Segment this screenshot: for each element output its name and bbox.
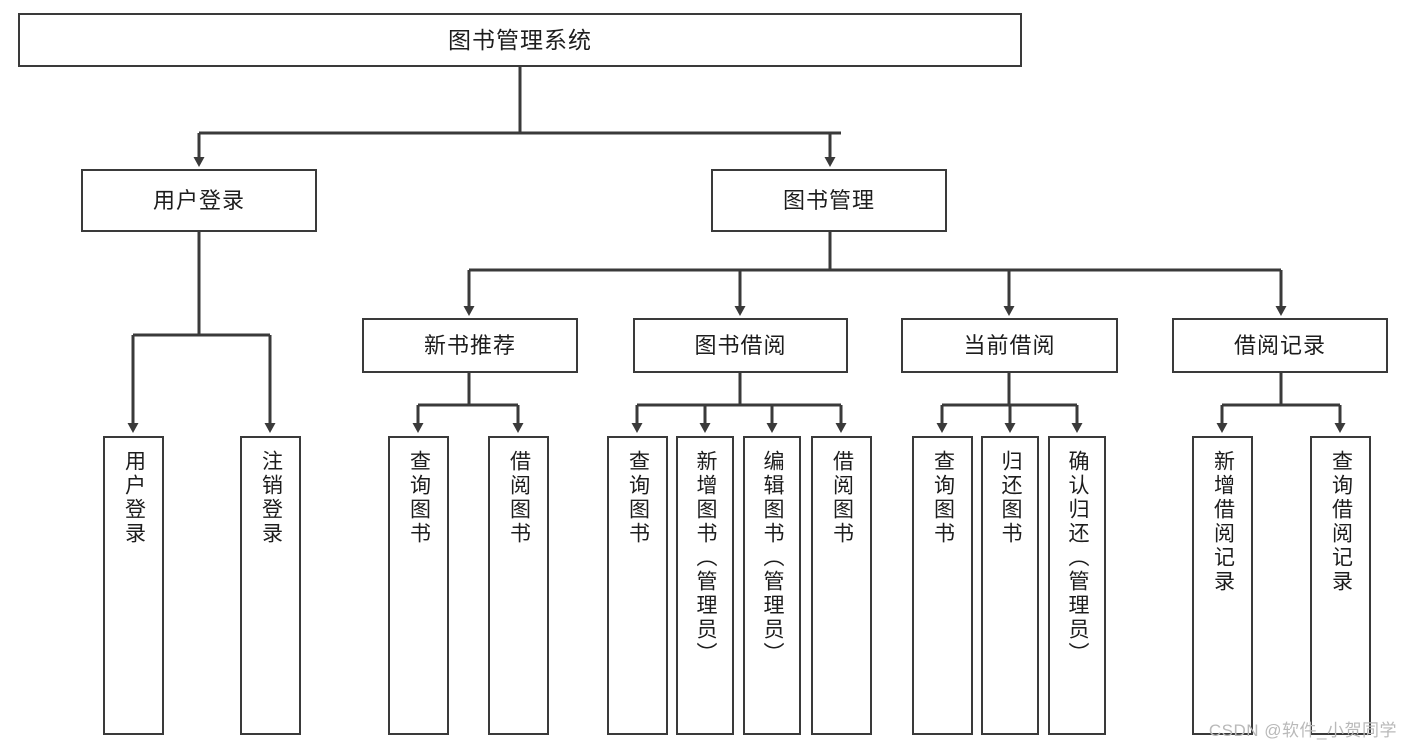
node-leaf-edit-book[interactable]: 编辑图书（管理员） xyxy=(743,436,801,735)
node-root[interactable]: 图书管理系统 xyxy=(18,13,1022,67)
node-leaf-query-book-3[interactable]: 查询图书 xyxy=(912,436,973,735)
node-leaf-query-record-label: 查询借阅记录 xyxy=(1329,450,1353,594)
node-book-borrow[interactable]: 图书借阅 xyxy=(633,318,848,373)
node-leaf-return-book[interactable]: 归还图书 xyxy=(981,436,1039,735)
node-new-book-recommend[interactable]: 新书推荐 xyxy=(362,318,578,373)
csdn-watermark: CSDN @软件_小贺同学 xyxy=(1208,721,1397,740)
node-leaf-query-record[interactable]: 查询借阅记录 xyxy=(1310,436,1371,735)
node-leaf-user-login-label: 用户登录 xyxy=(122,450,146,546)
node-leaf-query-book-2[interactable]: 查询图书 xyxy=(607,436,668,735)
node-root-label: 图书管理系统 xyxy=(448,26,592,53)
node-leaf-query-book-2-label: 查询图书 xyxy=(626,450,650,546)
node-leaf-edit-book-label: 编辑图书（管理员） xyxy=(761,450,785,666)
node-leaf-confirm-return-label: 确认归还（管理员） xyxy=(1066,450,1090,666)
node-book-manage[interactable]: 图书管理 xyxy=(711,169,947,232)
node-leaf-add-book[interactable]: 新增图书（管理员） xyxy=(676,436,734,735)
node-leaf-return-book-label: 归还图书 xyxy=(999,450,1023,546)
node-leaf-logout-login[interactable]: 注销登录 xyxy=(240,436,301,735)
node-leaf-add-record[interactable]: 新增借阅记录 xyxy=(1192,436,1253,735)
node-leaf-user-login[interactable]: 用户登录 xyxy=(103,436,164,735)
node-leaf-logout-login-label: 注销登录 xyxy=(259,450,283,546)
node-leaf-query-book-1-label: 查询图书 xyxy=(407,450,431,546)
node-book-borrow-label: 图书借阅 xyxy=(694,332,787,358)
node-borrow-record-label: 借阅记录 xyxy=(1233,332,1326,358)
node-leaf-add-book-label: 新增图书（管理员） xyxy=(694,450,718,666)
node-borrow-record[interactable]: 借阅记录 xyxy=(1172,318,1388,373)
node-user-login[interactable]: 用户登录 xyxy=(81,169,317,232)
node-leaf-borrow-book-2[interactable]: 借阅图书 xyxy=(811,436,872,735)
node-leaf-query-book-3-label: 查询图书 xyxy=(931,450,955,546)
node-user-login-label: 用户登录 xyxy=(152,187,245,213)
node-leaf-confirm-return[interactable]: 确认归还（管理员） xyxy=(1048,436,1106,735)
node-current-borrow-label: 当前借阅 xyxy=(963,332,1056,358)
node-current-borrow[interactable]: 当前借阅 xyxy=(901,318,1118,373)
node-new-book-recommend-label: 新书推荐 xyxy=(423,332,516,358)
node-leaf-borrow-book-2-label: 借阅图书 xyxy=(830,450,854,546)
node-leaf-add-record-label: 新增借阅记录 xyxy=(1211,450,1235,594)
node-leaf-borrow-book-1[interactable]: 借阅图书 xyxy=(488,436,549,735)
node-leaf-borrow-book-1-label: 借阅图书 xyxy=(507,450,531,546)
node-book-manage-label: 图书管理 xyxy=(782,187,875,213)
node-leaf-query-book-1[interactable]: 查询图书 xyxy=(388,436,449,735)
